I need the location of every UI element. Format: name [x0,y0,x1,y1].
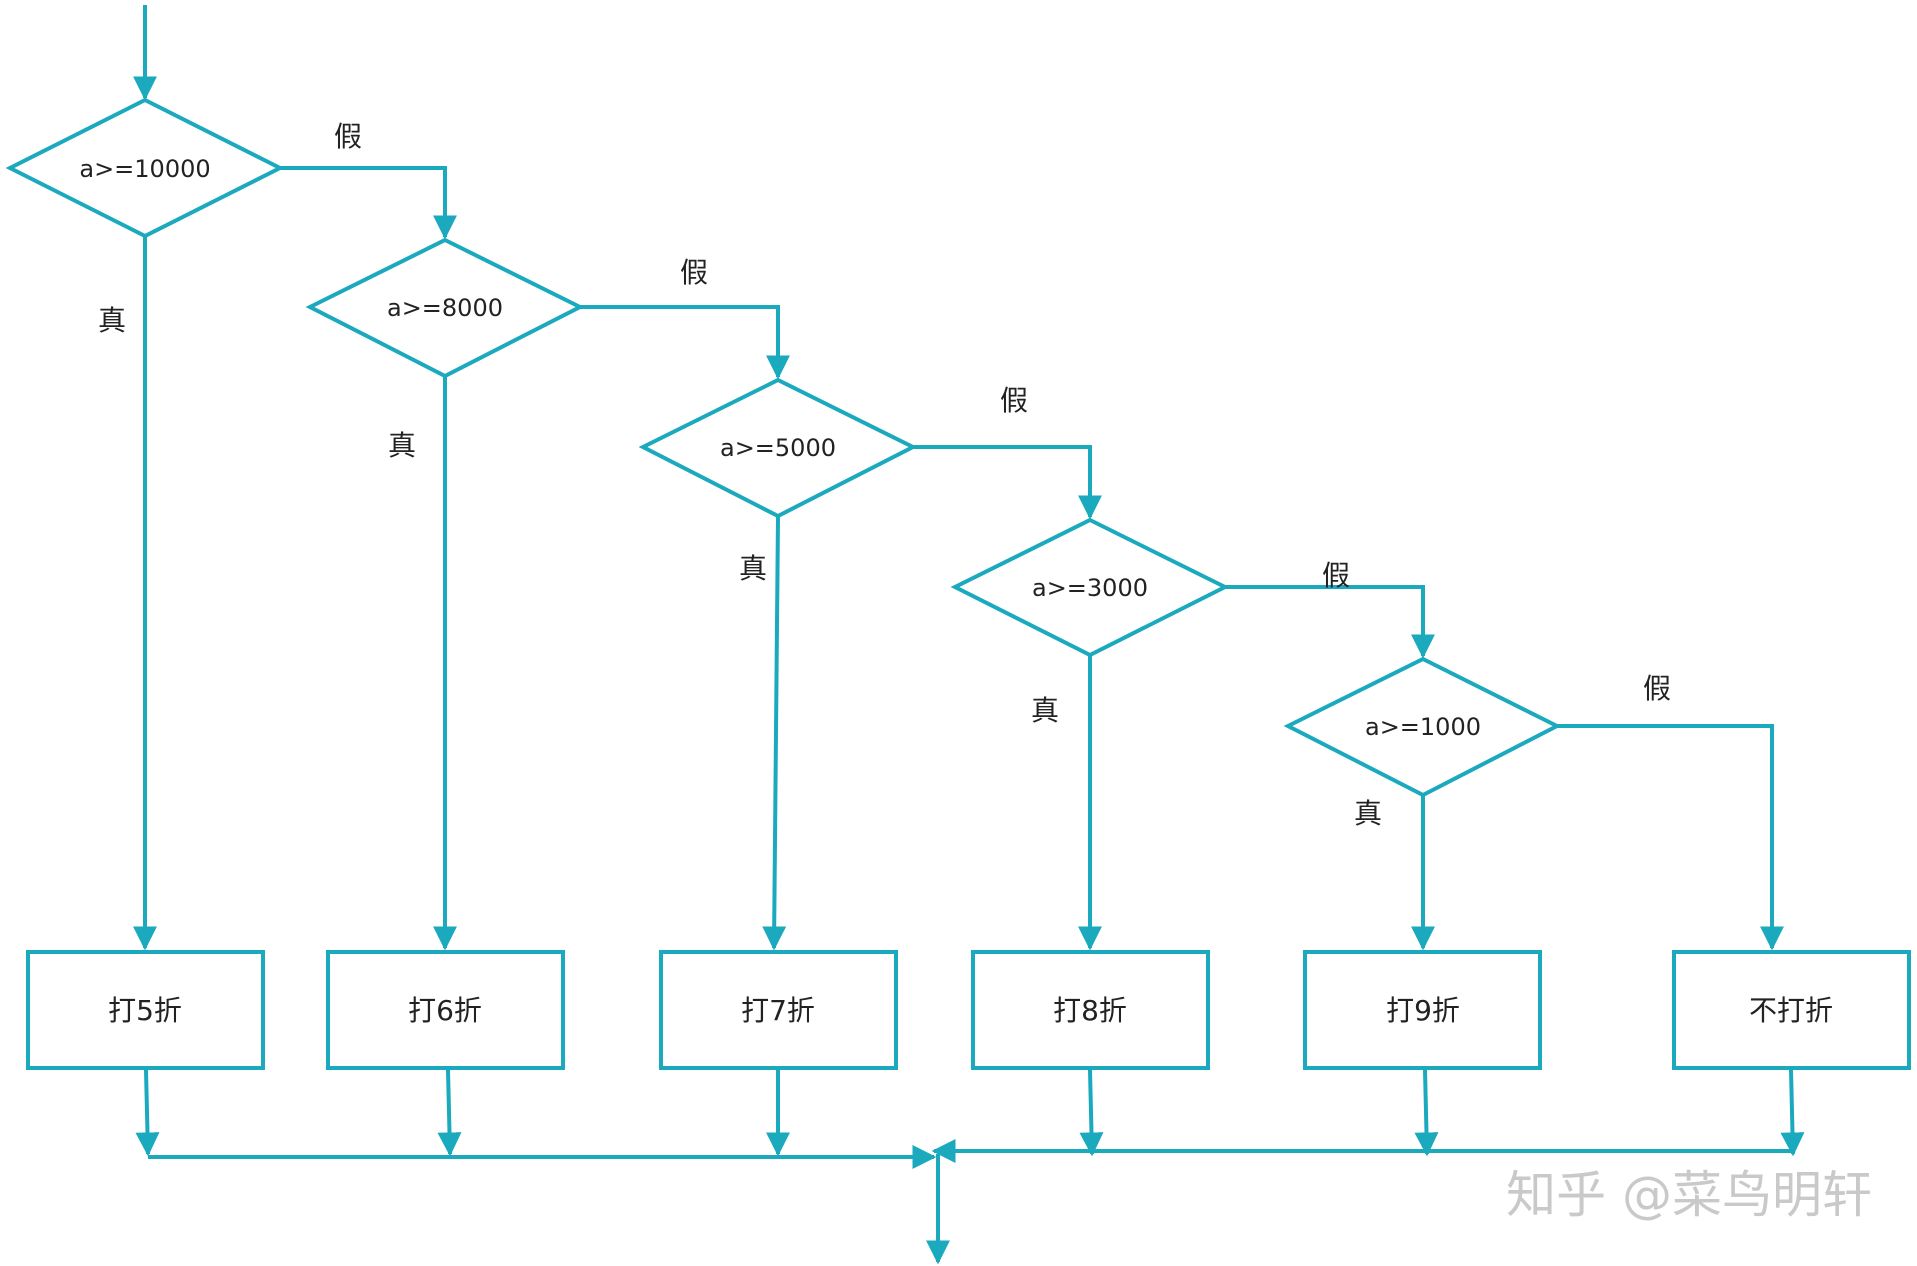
outcome-label-5: 打9折 [1386,994,1460,1027]
outcome-box-1 [26,950,265,1070]
false-label-4: 假 [1322,559,1350,592]
merge-arrow-5 [1414,1069,1439,1157]
condition-label-2: a>=8000 [387,294,503,322]
outcome-label-4: 打8折 [1053,994,1127,1027]
false-label-5: 假 [1643,672,1671,705]
outcome-box-6 [1672,950,1911,1070]
merge-arrow-1 [135,1069,160,1157]
outcome-box-2 [326,950,565,1070]
true-label-2: 真 [388,429,416,462]
condition-label-5: a>=1000 [1365,713,1481,741]
false-arrow-4 [1225,585,1435,659]
decision-3 [638,377,918,519]
outcome-label-2: 打6折 [408,994,482,1027]
false-arrow-2 [580,305,790,380]
false-label-1: 假 [334,120,362,153]
true-arrow-3 [762,515,787,951]
decision-1 [5,97,285,239]
outcome-label-6: 不打折 [1749,994,1833,1027]
condition-label-4: a>=3000 [1032,574,1148,602]
decision-5 [1283,656,1562,798]
true-label-4: 真 [1031,694,1059,727]
true-label-5: 真 [1354,797,1382,830]
false-label-3: 假 [1000,384,1028,417]
false-arrow-1 [280,166,457,240]
outcome-box-5 [1303,950,1542,1070]
merge-arrow-2 [437,1069,462,1157]
watermark: 知乎 @菜鸟明轩 [1506,1166,1872,1224]
merge-arrow-6 [1780,1069,1805,1157]
outcome-box-4 [971,950,1210,1070]
outcome-box-3 [659,950,898,1070]
decision-4 [950,517,1230,658]
merge-arrow-4 [1079,1069,1104,1157]
false-label-2: 假 [680,256,708,289]
true-label-1: 真 [98,304,126,337]
true-label-3: 真 [739,552,767,585]
outcome-label-3: 打7折 [741,994,815,1027]
condition-label-1: a>=10000 [79,155,210,183]
false-arrow-3 [913,445,1102,520]
false-arrow-5 [1557,724,1784,951]
outcome-label-1: 打5折 [108,994,182,1027]
decision-2 [305,237,585,379]
condition-label-3: a>=5000 [720,434,836,462]
